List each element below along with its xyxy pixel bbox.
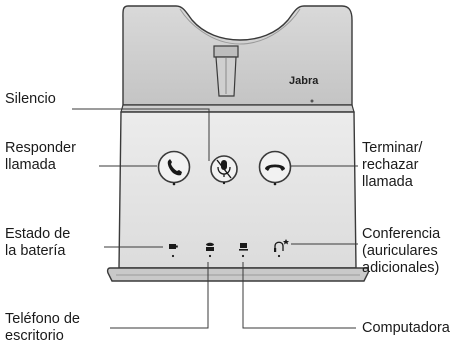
phone-hangup-icon bbox=[265, 164, 285, 171]
base-station: Jabra bbox=[106, 5, 370, 282]
end-call-button[interactable] bbox=[258, 150, 292, 186]
front-panel bbox=[118, 111, 357, 269]
mute-button[interactable] bbox=[210, 155, 238, 185]
battery-indicator bbox=[169, 244, 178, 258]
label-telefono-escritorio: Teléfono de escritorio bbox=[5, 311, 80, 344]
label-terminar-rechazar: Terminar/ rechazar llamada bbox=[362, 140, 423, 190]
label-computadora: Computadora bbox=[362, 320, 450, 336]
headset-clip bbox=[213, 45, 239, 97]
microphone-mute-icon bbox=[216, 159, 232, 179]
leader-telefono bbox=[110, 262, 209, 329]
leader-silencio bbox=[72, 108, 210, 161]
computer-icon bbox=[239, 243, 248, 251]
desk-phone-icon bbox=[206, 242, 214, 251]
leader-lines bbox=[72, 108, 358, 329]
conference-indicator bbox=[274, 239, 289, 258]
desk-phone-indicator bbox=[206, 242, 214, 258]
battery-icon bbox=[169, 244, 178, 249]
label-responder-llamada: Responder llamada bbox=[5, 140, 76, 173]
answer-call-button[interactable] bbox=[157, 150, 191, 186]
leader-computadora bbox=[242, 262, 356, 329]
indicator-dot bbox=[310, 99, 314, 103]
headset-conference-icon bbox=[274, 239, 289, 252]
label-estado-bateria: Estado de la batería bbox=[5, 226, 71, 259]
label-silencio: Silencio bbox=[5, 91, 56, 107]
computer-indicator bbox=[239, 243, 248, 258]
jabra-logo: Jabra bbox=[289, 75, 319, 87]
phone-answer-icon bbox=[167, 159, 182, 176]
label-conferencia: Conferencia (auriculares adicionales) bbox=[362, 226, 441, 276]
